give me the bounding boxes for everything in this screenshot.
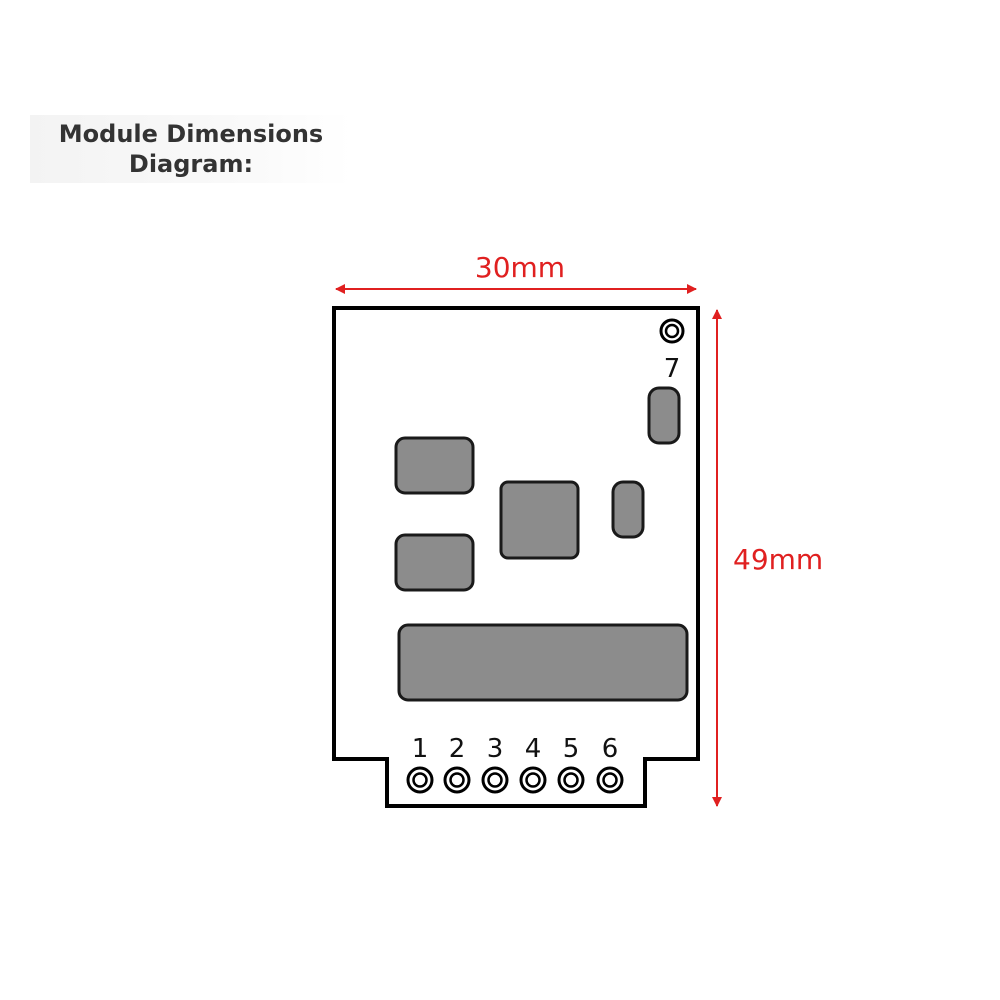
pin-pad-hole xyxy=(487,772,503,788)
width-dimension-label: 30mm xyxy=(475,251,565,284)
pin-7-pad-hole xyxy=(664,323,680,339)
component-long-bar xyxy=(397,623,689,702)
pin-label: 1 xyxy=(412,734,429,764)
diagram-title-box: Module Dimensions Diagram: xyxy=(30,115,352,183)
pin-label: 5 xyxy=(563,734,580,764)
component-small-right xyxy=(611,480,645,539)
pin-pad-hole xyxy=(525,772,541,788)
title-line-2: Diagram: xyxy=(128,150,254,178)
component-small-top-right xyxy=(647,386,681,445)
pin-pad-hole xyxy=(449,772,465,788)
pin-pad-hole xyxy=(412,772,428,788)
pin-pad-hole xyxy=(563,772,579,788)
pin-label: 6 xyxy=(602,734,619,764)
pin-label: 3 xyxy=(487,734,504,764)
pin-label: 4 xyxy=(525,734,542,764)
pin-7-label: 7 xyxy=(664,354,681,384)
pin-label: 2 xyxy=(449,734,466,764)
height-dimension-label: 49mm xyxy=(733,543,823,576)
component-center-chip xyxy=(499,480,580,560)
pin-pad-hole xyxy=(602,772,618,788)
bottom-pin-header: 1 2 3 4 5 6 xyxy=(406,734,624,794)
title-line-1: Module Dimensions xyxy=(58,120,324,148)
component-lower-left xyxy=(394,533,475,592)
component-upper-left xyxy=(394,436,475,495)
